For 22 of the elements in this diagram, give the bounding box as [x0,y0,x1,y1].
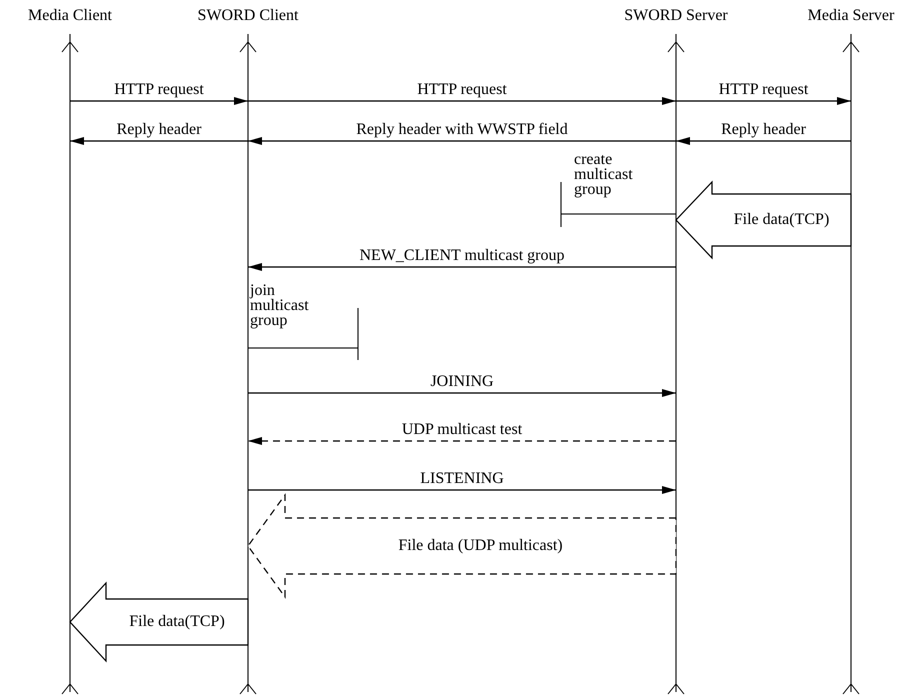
message-arrow [248,263,676,271]
block-arrow [69,581,249,663]
block-arrow [675,180,852,260]
lifeline-heading: Media Server [806,6,896,26]
message-arrow [676,137,851,145]
message-arrow [70,97,248,105]
message-arrow [248,437,676,445]
edge-label: File data (UDP multicast) [397,537,564,555]
message-arrow [248,137,676,145]
lifeline-heading: Media Client [27,6,113,26]
edge-label: File data(TCP) [732,211,830,229]
edge-label: File data(TCP) [128,613,226,631]
message-arrow [70,137,248,145]
message-arrow [248,97,676,105]
action-note: create multicast group [574,152,634,197]
message-arrow [248,389,676,397]
message-arrow [676,97,851,105]
action-note: join multicast group [250,283,310,328]
lifeline-heading: SWORD Client [196,6,300,26]
message-arrow [248,486,676,494]
lifeline-heading: SWORD Server [623,6,729,26]
block-arrow [247,493,677,599]
